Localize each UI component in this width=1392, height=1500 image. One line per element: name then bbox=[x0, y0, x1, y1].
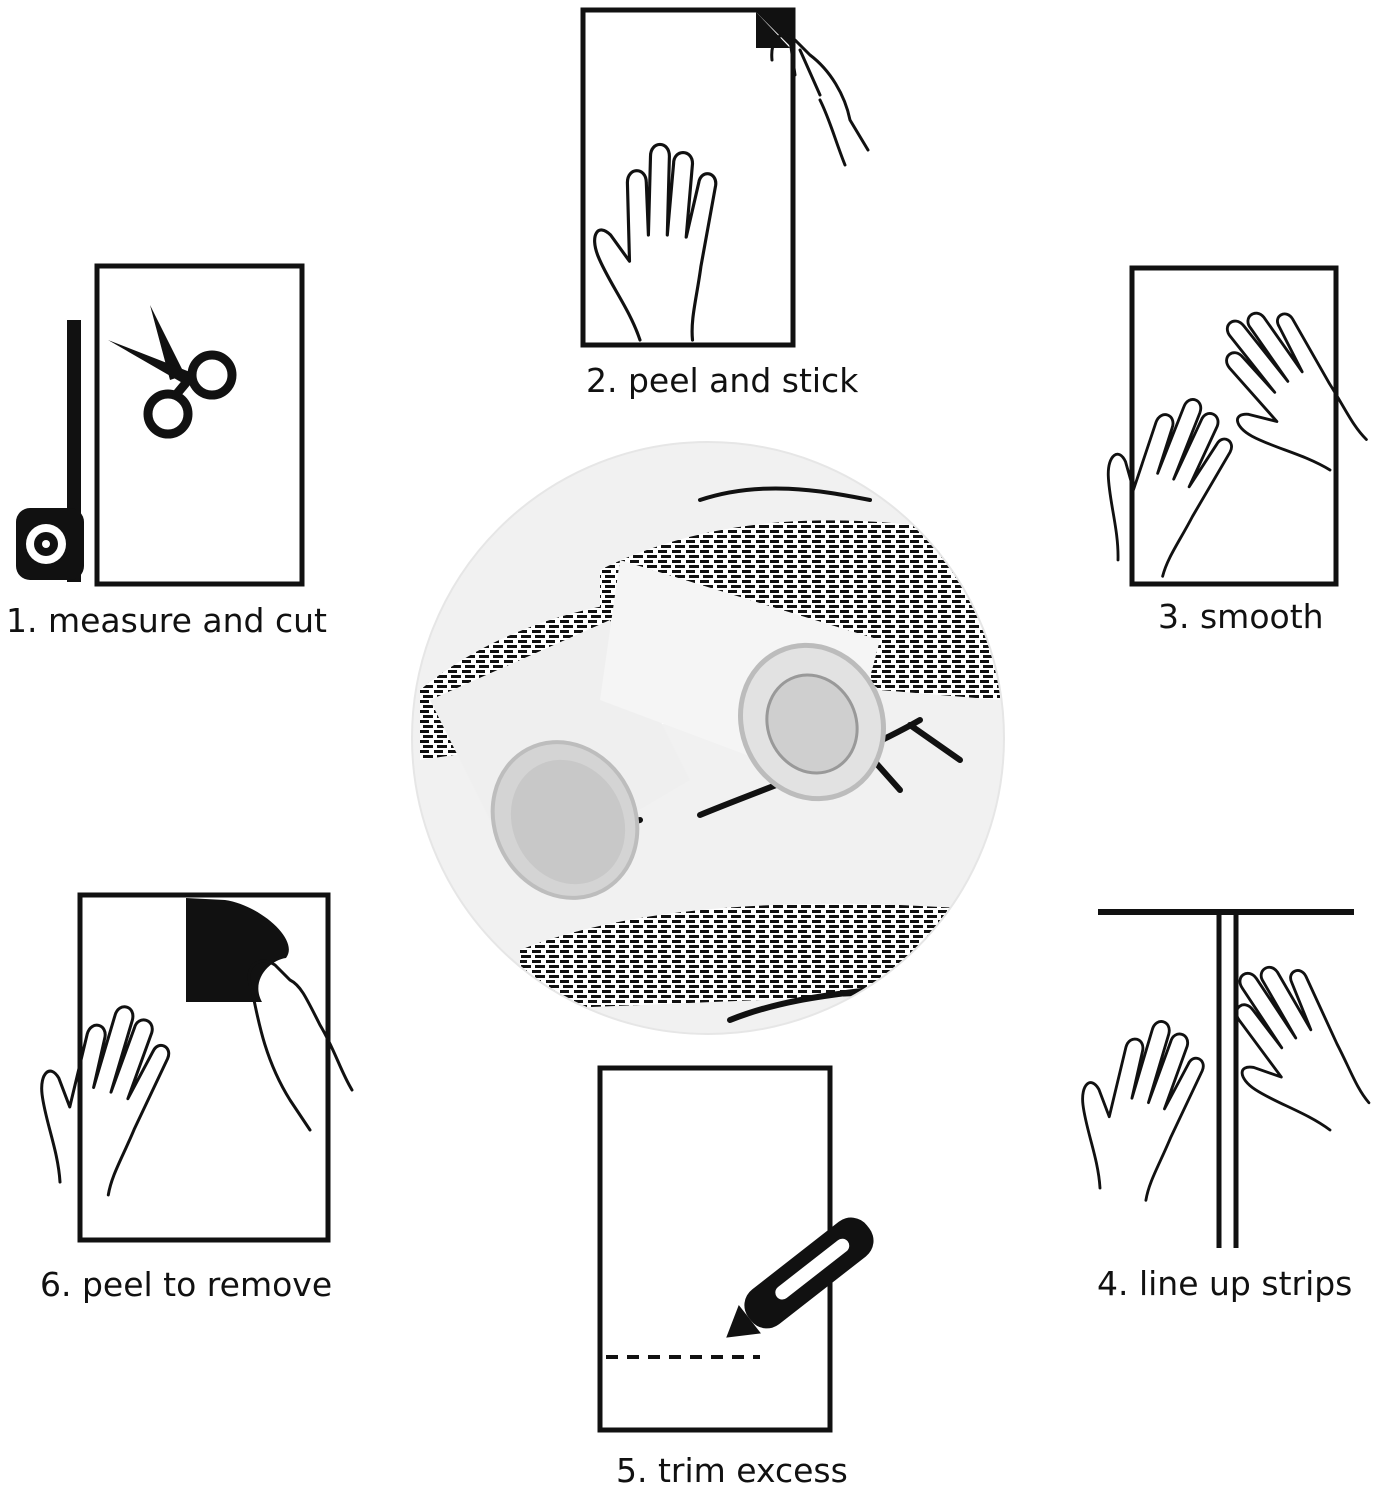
step-3-label: 3. smooth bbox=[1158, 597, 1324, 636]
step-2-label: 2. peel and stick bbox=[586, 361, 859, 400]
hand-icon bbox=[1193, 944, 1388, 1155]
wall-panel bbox=[597, 1065, 833, 1433]
utility-knife-icon bbox=[726, 1217, 874, 1338]
step-4-label: 4. line up strips bbox=[1097, 1264, 1353, 1303]
hand-icon bbox=[16, 989, 180, 1203]
step-6-illustration bbox=[16, 892, 354, 1243]
wallpaper-roll-icon bbox=[412, 442, 1004, 1034]
step-2-illustration bbox=[580, 7, 870, 348]
step-5-illustration bbox=[597, 1065, 874, 1433]
hand-icon bbox=[593, 142, 718, 342]
step-4-illustration bbox=[1058, 909, 1388, 1248]
hand-icon bbox=[247, 959, 354, 1132]
tape-measure-icon bbox=[16, 320, 84, 582]
step-1-label: 1. measure and cut bbox=[6, 601, 327, 640]
step-6-label: 6. peel to remove bbox=[40, 1265, 333, 1304]
hand-icon bbox=[770, 33, 870, 167]
wall-panel bbox=[94, 263, 305, 587]
hand-icon bbox=[1077, 378, 1245, 585]
step-1-illustration bbox=[16, 263, 305, 587]
scissors-icon bbox=[108, 305, 237, 439]
wall-panel bbox=[580, 7, 796, 348]
hand-icon bbox=[1058, 1005, 1214, 1208]
step-5-label: 5. trim excess bbox=[616, 1451, 848, 1490]
step-3-illustration bbox=[1077, 265, 1384, 587]
hand-icon bbox=[1183, 288, 1384, 498]
wall-panel bbox=[1129, 265, 1339, 587]
